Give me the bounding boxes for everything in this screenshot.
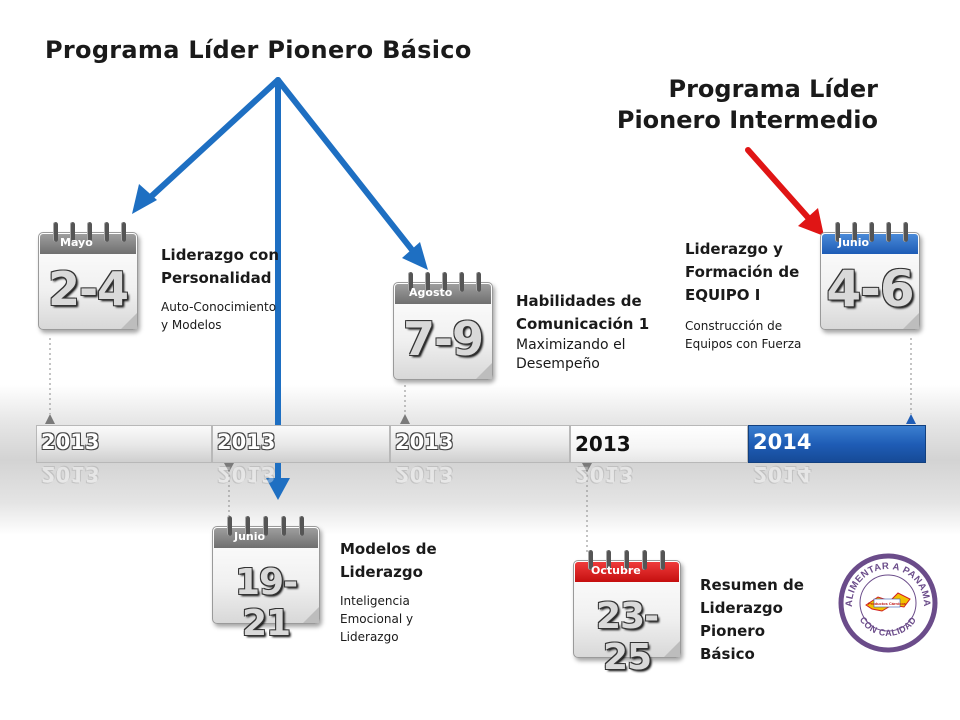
calendar-dates-junio-2014: 4-6 [826, 260, 914, 318]
arrowhead-agosto [402, 242, 428, 270]
connector-mayo-tip [45, 414, 55, 424]
connector-junio-2013-tip [224, 463, 234, 472]
title-programa-intermedio: Programa Líder Pionero Intermedio [560, 74, 878, 136]
calendar-dates-junio-2013: 19-21 [234, 562, 298, 644]
calendar-icon-octubre: Octubre 23-25 [573, 550, 681, 678]
calendar-month-junio-2013: Junio [234, 530, 266, 543]
event-octubre-title-2: Liderazgo [700, 599, 783, 617]
event-junio-2013-sub-2: Emocional y [340, 612, 414, 626]
calendar-icon-agosto: Agosto 7-9 [393, 272, 493, 382]
connector-junio-2014-tip [906, 414, 916, 424]
event-octubre-text: Resumen de Liderazgo Pionero Básico [700, 574, 810, 666]
event-junio-2014-sub-2: Equipos con Fuerza [685, 337, 802, 351]
arrow-to-junio-2014 [745, 147, 815, 225]
arrowhead-junio [266, 478, 290, 500]
connector-agosto-tip [400, 414, 410, 424]
event-junio-2013-sub-1: Inteligencia [340, 594, 410, 608]
alimentar-panama-seal-logo: ALIMENTAR A PANAMA CON CALIDAD Productos… [838, 553, 938, 653]
event-agosto-sub-2: Desempeño [516, 356, 600, 372]
event-mayo-text: Liderazgo con Personalidad Auto-Conocimi… [161, 244, 301, 334]
event-junio-2013-title-1: Modelos de [340, 540, 437, 558]
calendar-dates-mayo: 2-4 [47, 262, 129, 316]
calendar-icon-mayo: Mayo 2-4 [38, 222, 138, 332]
event-octubre-title-4: Básico [700, 645, 755, 663]
connector-octubre-tip [582, 463, 592, 472]
event-agosto-title-2: Comunicación 1 [516, 315, 650, 333]
timeline-year-4: 2013 [575, 432, 631, 456]
event-junio-2014-text: Liderazgo y Formación de EQUIPO I Constr… [685, 238, 815, 353]
event-junio-2014-sub-1: Construcción de [685, 319, 783, 333]
timeline-year-3-reflection: 2013 [395, 462, 454, 486]
timeline-year-4-reflection: 2013 [575, 462, 634, 486]
calendar-month-mayo: Mayo [60, 236, 93, 249]
arrow-to-mayo [140, 77, 281, 207]
event-octubre-title-3: Pionero [700, 622, 765, 640]
timeline-year-1-reflection: 2013 [41, 462, 100, 486]
calendar-icon-junio-2014: Junio 4-6 [820, 222, 920, 332]
event-mayo-sub-2: y Modelos [161, 318, 222, 332]
calendar-month-junio-2014: Junio [838, 236, 870, 249]
event-agosto-sub-1: Maximizando el [516, 337, 626, 353]
timeline-year-5: 2014 [753, 430, 812, 454]
timeline-segment-3: 2013 2013 [390, 425, 570, 486]
calendar-month-agosto: Agosto [409, 286, 453, 299]
timeline-segment-1: 2013 2013 [36, 425, 212, 486]
timeline-segment-2: 2013 2013 [212, 425, 390, 486]
calendar-icon-junio-2013: Junio 19-21 [212, 516, 320, 644]
calendar-month-octubre: Octubre [591, 564, 641, 577]
event-agosto-text: Habilidades de Comunicación 1 Maximizand… [516, 290, 666, 374]
timeline-segment-4: 2013 2013 [570, 425, 748, 486]
calendar-dates-octubre: 23-25 [595, 596, 659, 678]
arrow-to-agosto [275, 77, 423, 263]
event-junio-2013-text: Modelos de Liderazgo Inteligencia Emocio… [340, 538, 470, 646]
calendar-dates-agosto: 7-9 [402, 312, 484, 366]
title-intermedio-line1: Programa Líder [668, 75, 879, 103]
timeline-year-5-reflection: 2014 [753, 462, 812, 486]
event-mayo-title-1: Liderazgo con [161, 246, 280, 264]
event-junio-2014-title-3: EQUIPO I [685, 286, 761, 304]
timeline-year-2: 2013 [217, 430, 276, 454]
event-junio-2014-title-1: Liderazgo y [685, 240, 783, 258]
title-intermedio-line2: Pionero Intermedio [616, 106, 878, 134]
event-mayo-sub-1: Auto-Conocimiento [161, 300, 277, 314]
arrowhead-junio-2014 [798, 208, 824, 236]
timeline-year-3: 2013 [395, 430, 454, 454]
event-octubre-title-1: Resumen de [700, 576, 804, 594]
timeline-year-1: 2013 [41, 430, 100, 454]
event-junio-2014-title-2: Formación de [685, 263, 800, 281]
event-mayo-title-2: Personalidad [161, 269, 272, 287]
logo-brand-text: Productos Cárnicos [868, 601, 907, 606]
timeline-year-2-reflection: 2013 [217, 462, 276, 486]
title-programa-basico: Programa Líder Pionero Básico [45, 36, 472, 64]
arrowhead-mayo [132, 184, 157, 214]
timeline-segment-5: 2014 2014 [748, 425, 926, 486]
event-agosto-title-1: Habilidades de [516, 292, 642, 310]
event-junio-2013-sub-3: Liderazgo [340, 630, 399, 644]
event-junio-2013-title-2: Liderazgo [340, 563, 423, 581]
